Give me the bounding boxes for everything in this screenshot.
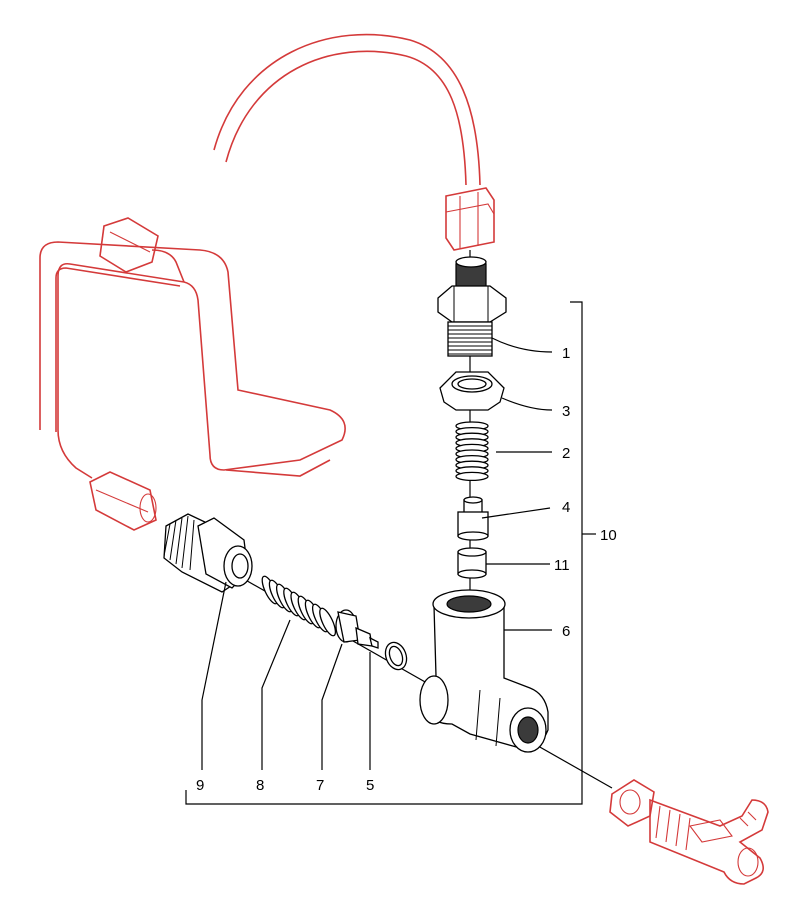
tee-fitting (609, 779, 769, 885)
part-11-cylinder (457, 547, 487, 579)
callout-3: 3 (562, 403, 570, 420)
part-9-fitting (163, 513, 253, 593)
part-4-cap (457, 496, 489, 541)
callout-10: 10 (600, 527, 617, 544)
part-8-spring (261, 575, 337, 637)
callout-6: 6 (562, 623, 570, 640)
callout-8: 8 (256, 777, 264, 794)
spring-coil (319, 607, 337, 637)
leader-lines (185, 301, 596, 805)
callout-1: 1 (562, 345, 570, 362)
callout-4: 4 (562, 499, 570, 516)
part-6-elbow-body (419, 589, 549, 753)
callout-7: 7 (316, 777, 324, 794)
part-7-poppet (335, 609, 379, 649)
part-1-fitting (437, 256, 507, 357)
upper-hose (213, 33, 495, 251)
callout-9: 9 (196, 777, 204, 794)
callout-2: 2 (562, 445, 570, 462)
frame-tubing (39, 217, 346, 531)
part-2-spring (455, 421, 489, 482)
spring-coil (455, 471, 489, 482)
part-3-nut (439, 371, 505, 411)
part-5-oring (384, 641, 408, 671)
callout-5: 5 (366, 777, 374, 794)
callout-11: 11 (554, 557, 570, 574)
